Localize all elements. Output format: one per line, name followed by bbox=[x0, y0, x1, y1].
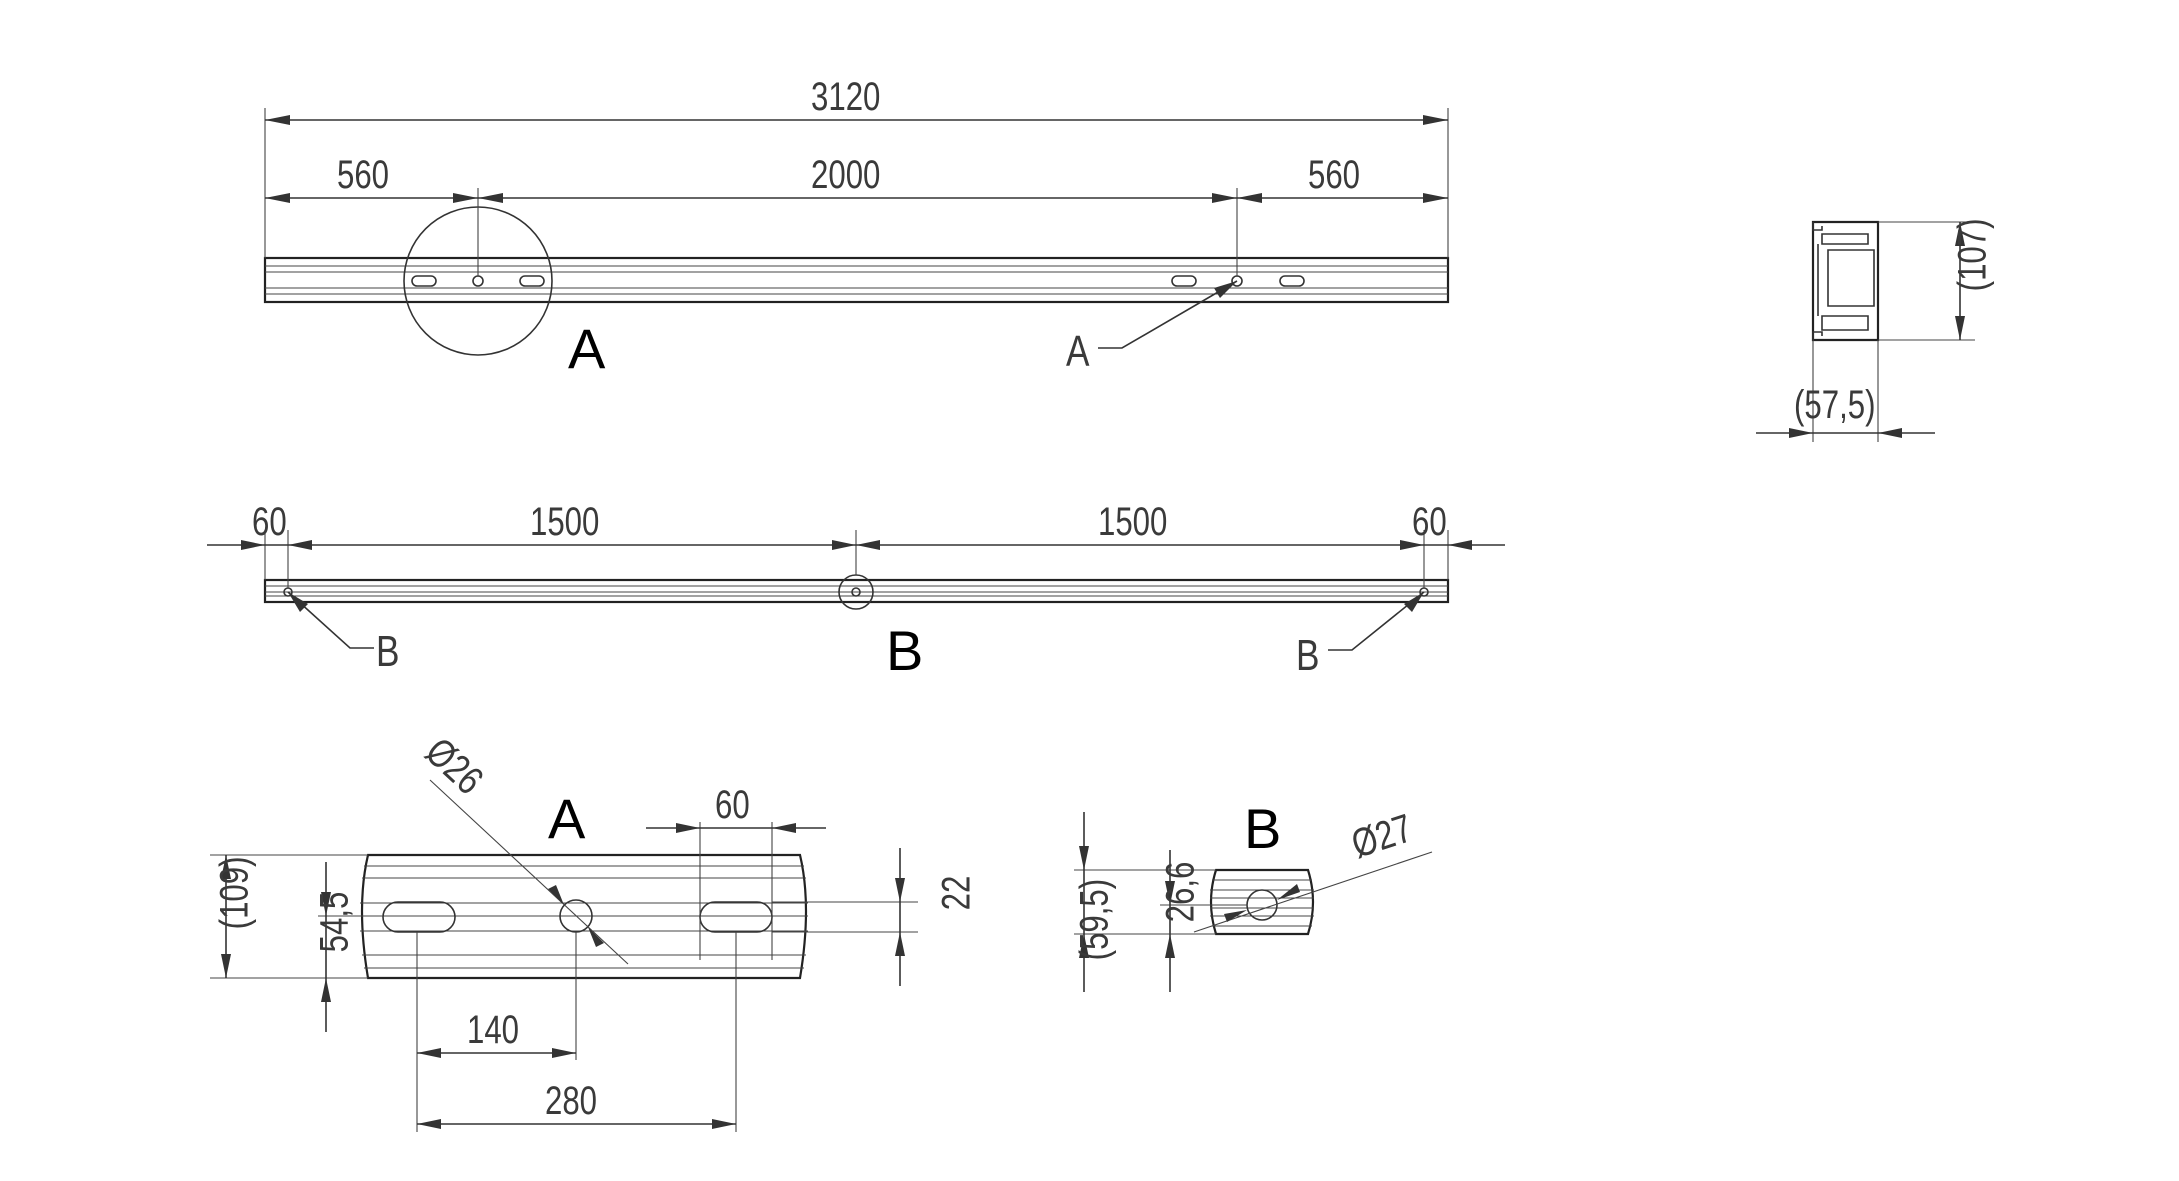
leader-b-left: B bbox=[287, 591, 399, 676]
top-view-right-holes bbox=[1171, 275, 1305, 287]
dim-detail-b-hole-diameter-value: Ø27 bbox=[1346, 805, 1418, 867]
dim-detail-a-slot-width-value: 22 bbox=[934, 876, 979, 911]
dim-detail-a-offset-140-value: 140 bbox=[467, 1007, 519, 1052]
dim-detail-a-overall-height: (109) bbox=[210, 854, 368, 979]
leader-a: A bbox=[1066, 280, 1238, 376]
dim-hole-spacing: 560 2000 560 bbox=[265, 152, 1448, 203]
detail-b-title: B bbox=[1244, 797, 1281, 860]
dim-section-height-value: (107) bbox=[1950, 218, 1995, 291]
top-view-left-holes bbox=[411, 275, 545, 287]
dim-detail-a-slot-length-value: 60 bbox=[715, 782, 750, 827]
dim-total-length: 3120 bbox=[265, 74, 1448, 125]
dim-side-spacing: 60 1500 1500 60 bbox=[207, 499, 1505, 550]
dim-detail-b-center-height-value: 26,6 bbox=[1158, 862, 1203, 923]
leader-a-label: A bbox=[1066, 327, 1090, 376]
dim-detail-b-overall-height-value: (59,5) bbox=[1072, 879, 1117, 960]
detail-a-marker: A bbox=[568, 317, 606, 380]
dim-detail-a-offset-280-value: 280 bbox=[545, 1078, 597, 1123]
leader-b-left-label: B bbox=[376, 627, 399, 676]
dim-detail-a-center-height-value: 54,5 bbox=[312, 892, 357, 953]
dim-section-width-value: (57,5) bbox=[1794, 382, 1875, 427]
detail-a-plate bbox=[360, 853, 808, 980]
detail-a: A Ø26 6 bbox=[210, 729, 979, 1132]
leader-b-right-label: B bbox=[1296, 631, 1319, 680]
dim-detail-a-center-height: 54,5 bbox=[312, 862, 383, 1032]
dim-detail-a-slot-length: 60 bbox=[646, 782, 826, 960]
dim-left-edge-value: 60 bbox=[252, 499, 287, 544]
side-view-extension-lines bbox=[264, 530, 1449, 588]
dim-left-span-value: 1500 bbox=[530, 499, 599, 544]
leader-b-right: B bbox=[1296, 591, 1425, 680]
detail-b: B Ø27 (59,5) bbox=[1072, 797, 1433, 992]
dim-detail-b-center-height: 26,6 bbox=[1158, 850, 1247, 992]
detail-b-plate bbox=[1209, 868, 1315, 936]
side-view: B B B 60 15 bbox=[207, 499, 1505, 682]
dim-left-offset-value: 560 bbox=[337, 152, 389, 197]
dim-detail-a-offset-140: 140 bbox=[416, 932, 577, 1132]
detail-a-title: A bbox=[548, 787, 586, 850]
dim-section-width: (57,5) bbox=[1756, 340, 1935, 442]
dim-section-height: (107) bbox=[1878, 218, 1995, 341]
section-view: (107) (57,5) bbox=[1756, 218, 1995, 442]
dim-detail-a-overall-height-value: (109) bbox=[212, 856, 257, 929]
dim-total-length-value: 3120 bbox=[811, 74, 880, 119]
top-view: A A 3120 56 bbox=[263, 74, 1450, 380]
dim-detail-a-slot-width: 22 bbox=[772, 848, 979, 986]
dim-detail-a-offset-280: 280 bbox=[417, 932, 737, 1132]
top-view-extension-lines bbox=[264, 108, 1449, 276]
dim-center-span-value: 2000 bbox=[811, 152, 880, 197]
dim-right-offset-value: 560 bbox=[1308, 152, 1360, 197]
dim-detail-b-overall-height: (59,5) bbox=[1072, 812, 1216, 992]
dim-right-span-value: 1500 bbox=[1098, 499, 1167, 544]
dim-detail-a-hole-diameter-value: Ø26 bbox=[417, 729, 492, 803]
section-profile bbox=[1811, 220, 1880, 342]
dim-right-edge-value: 60 bbox=[1412, 499, 1447, 544]
detail-b-marker: B bbox=[886, 619, 923, 682]
top-view-rail bbox=[263, 256, 1450, 304]
side-view-rail bbox=[263, 578, 1450, 604]
